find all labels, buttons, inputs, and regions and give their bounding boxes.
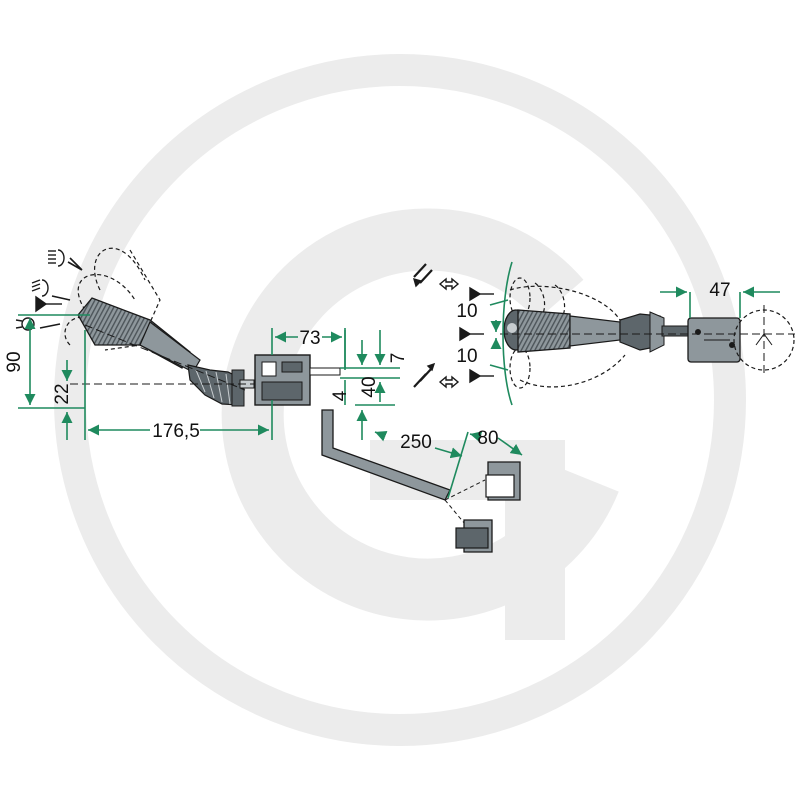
- dimension-lines-left: [18, 314, 400, 440]
- dimension-labels-right: 10 10 47: [456, 280, 730, 367]
- dim-mount-width: 47: [709, 280, 730, 301]
- dimension-labels-left: 90 22 176,5 73 7 4 40: [4, 328, 409, 442]
- dim-angle-lower: 10: [456, 346, 477, 367]
- turn-signal-arrow-icon: [412, 263, 436, 388]
- double-arrow-icon: [438, 277, 460, 389]
- high-beam-icon: [48, 249, 83, 271]
- dim-width-body: 73: [299, 328, 320, 349]
- dim-length-total: 176,5: [152, 421, 200, 442]
- horn-icon: [35, 295, 62, 313]
- horn-icon-right: [459, 286, 494, 384]
- dim-depth-a: 4: [330, 390, 351, 401]
- dim-height-offset: 22: [52, 383, 73, 404]
- dim-angle-upper: 10: [456, 301, 477, 322]
- dimension-lines-tool: [374, 430, 523, 499]
- dimension-labels-tool: 250 80: [400, 428, 498, 453]
- dim-gap-small: 7: [388, 353, 409, 364]
- connector-plug-lower: [455, 519, 493, 553]
- connector-plug-upper: [485, 461, 521, 501]
- function-symbols-right: [412, 263, 494, 389]
- switch-top-view: [500, 277, 795, 389]
- parking-light-icon: [15, 317, 61, 331]
- dim-height-total: 90: [4, 351, 25, 372]
- dim-wrench-length: 250: [400, 432, 432, 453]
- dim-depth-b: 40: [359, 376, 380, 397]
- granit-g-logo-icon: [54, 54, 746, 746]
- switch-side-view: [64, 247, 341, 407]
- dim-wrench-tip: 80: [477, 428, 498, 449]
- low-beam-icon: [31, 279, 71, 301]
- function-symbols-left: [15, 249, 83, 331]
- dimension-lines-right: [489, 261, 780, 406]
